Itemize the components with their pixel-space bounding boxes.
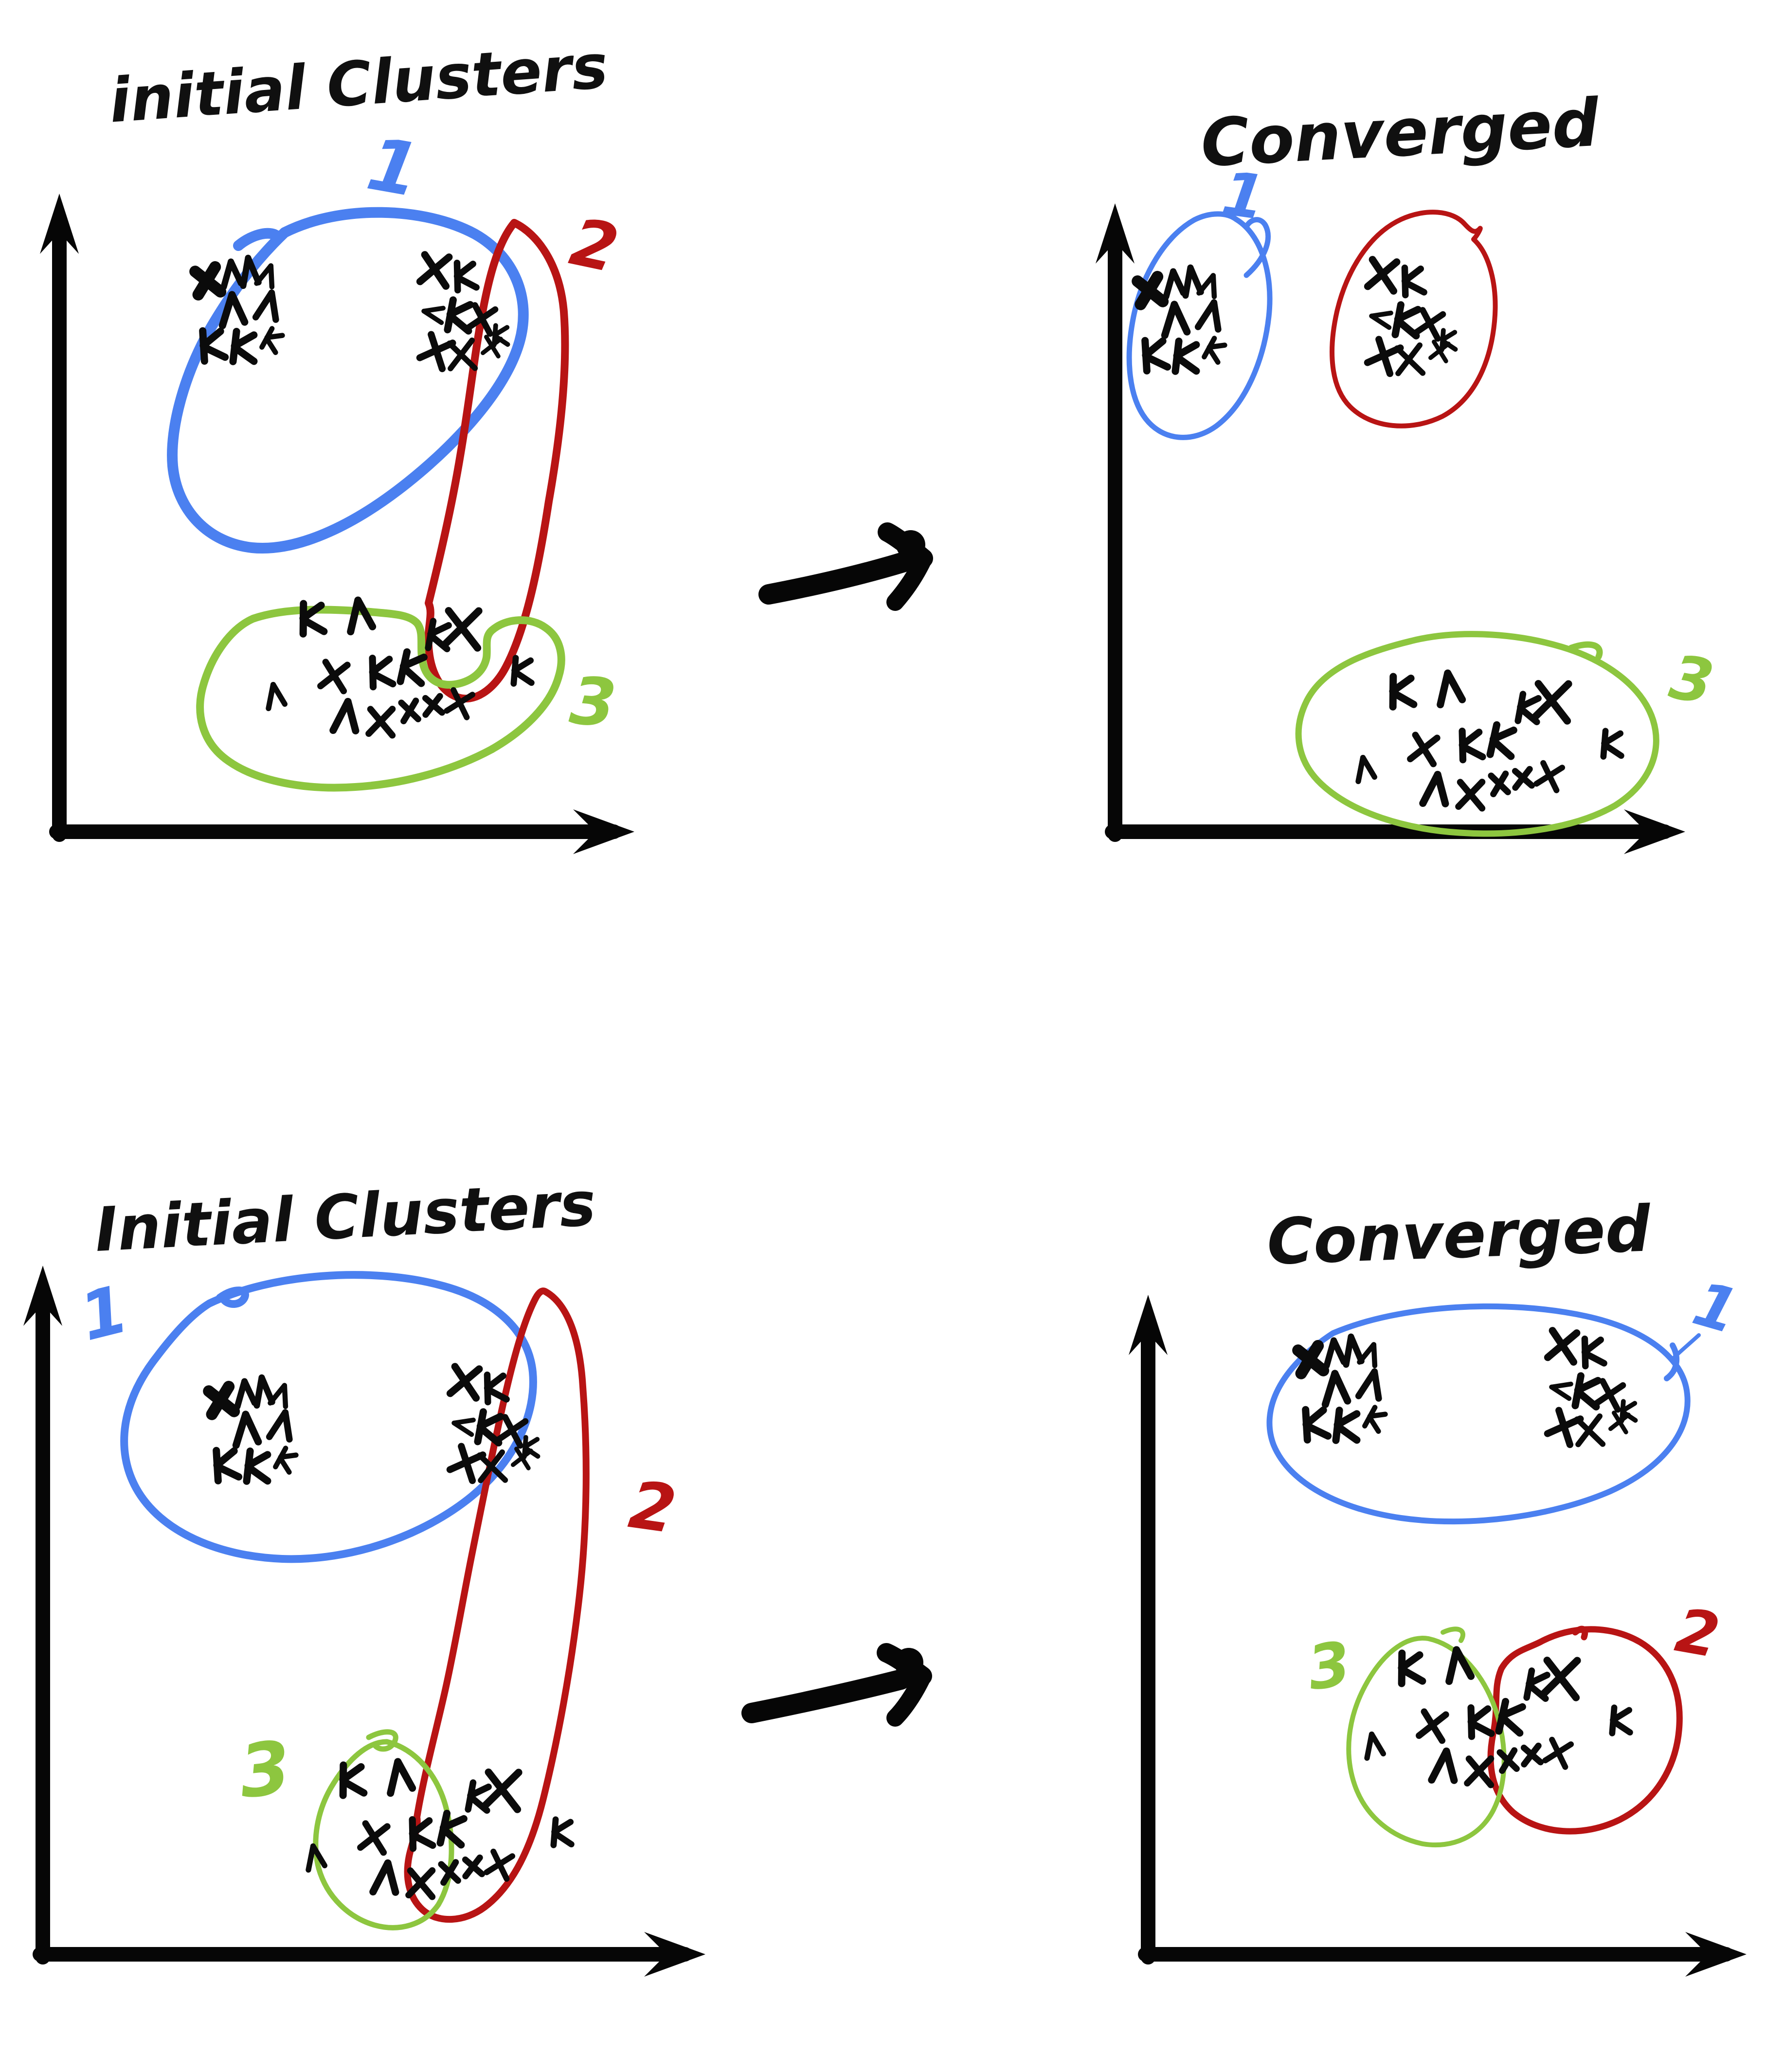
scatter-points (189, 251, 535, 739)
cluster-1-outline (1266, 1303, 1691, 1525)
cluster-1-label-connector (1672, 1333, 1701, 1360)
panel-row2-initial: Initial Clusters 1 2 3 (23, 1169, 705, 1977)
cluster-2-outline (1330, 210, 1498, 429)
x-axis-arrowhead-icon (1685, 1932, 1747, 1977)
y-axis-arrowhead-icon (1096, 203, 1135, 264)
scatter-points (1292, 1327, 1638, 1788)
cluster-3-outline (196, 606, 565, 792)
cluster-2-label: 2 (1671, 1595, 1725, 1672)
cluster-2-outline (1487, 1625, 1683, 1835)
cluster-3-label: 3 (235, 1725, 295, 1815)
cluster-3-label: 3 (1665, 642, 1719, 718)
page-title: Initial Clusters (93, 1169, 597, 1266)
x-axis-arrowhead-icon (644, 1932, 705, 1977)
cluster-1-outline (167, 207, 529, 554)
scatter-points (203, 1363, 575, 1900)
cluster-3-outline (1346, 1626, 1507, 1848)
cluster-2-outline (424, 219, 569, 703)
y-axis-arrowhead-icon (23, 1266, 62, 1326)
cluster-3-label: 3 (567, 662, 619, 742)
page-title: Converged (1266, 1192, 1653, 1279)
y-axis-arrowhead-icon (40, 194, 79, 254)
cluster-1-label: 1 (361, 122, 426, 214)
cluster-1-outline (1126, 211, 1273, 440)
y-axis-arrowhead-icon (1129, 1295, 1168, 1355)
x-axis-arrowhead-icon (1624, 809, 1685, 854)
panel-row1-initial: initial Clusters 1 2 3 (40, 31, 634, 854)
panel-row2-converged: Converged 1 2 3 (1129, 1192, 1747, 1977)
cluster-3-outline (313, 1729, 454, 1930)
cluster-3-outline (1295, 631, 1659, 837)
panel-row1-converged: Converged 1 3 (1096, 85, 1719, 854)
cluster-3-label: 3 (1303, 1628, 1355, 1704)
cluster-2-label: 2 (564, 203, 625, 287)
transition-arrow-icon-row1 (758, 522, 933, 611)
cluster-2-outline (404, 1287, 590, 1923)
page-title: initial Clusters (107, 31, 610, 136)
cluster-1-label: 1 (1686, 1268, 1746, 1347)
cluster-1-outline (120, 1271, 537, 1563)
scatter-points (1132, 256, 1624, 812)
cluster-1-label: 1 (72, 1270, 135, 1356)
x-axis-arrowhead-icon (573, 809, 634, 854)
transition-arrow-icon-row2 (741, 1643, 932, 1727)
cluster-2-label: 2 (625, 1466, 681, 1549)
cluster-1-label: 1 (1218, 158, 1269, 234)
